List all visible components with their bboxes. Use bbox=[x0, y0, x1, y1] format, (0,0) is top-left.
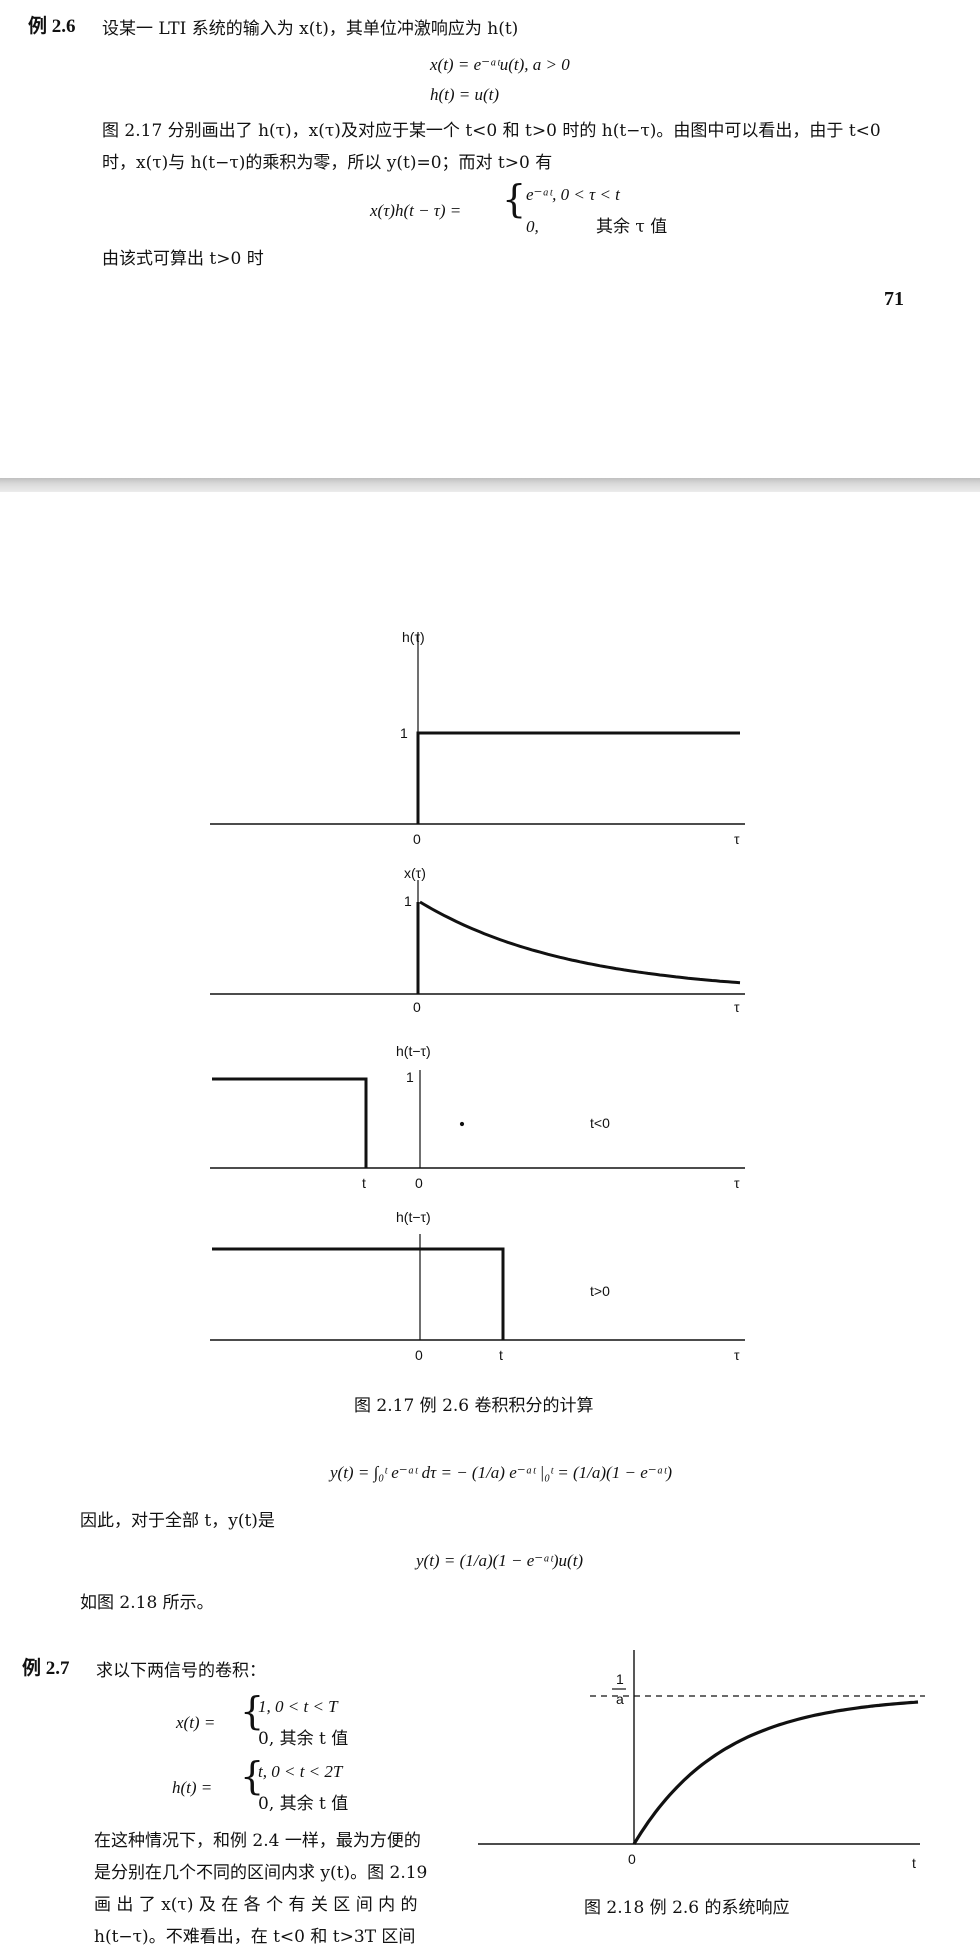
h27-brace: { bbox=[240, 1754, 265, 1798]
panel-3-shift: t bbox=[362, 1175, 366, 1191]
panel-h-t-minus-tau-positive bbox=[210, 1234, 745, 1341]
panel-1-axis: τ bbox=[734, 831, 740, 847]
panel-3-level: 1 bbox=[406, 1069, 414, 1085]
decay-curve bbox=[419, 900, 741, 985]
h27-case-2: 0, 其余 t 值 bbox=[258, 1794, 349, 1814]
panel-h-tau bbox=[210, 632, 745, 825]
panel-x-tau bbox=[210, 880, 745, 995]
product-equation-lhs: x(τ)h(t − τ) = bbox=[370, 201, 462, 220]
x27-case-2: 0, 其余 t 值 bbox=[258, 1729, 349, 1749]
x27-case-1: 1, 0 < t < T bbox=[258, 1697, 338, 1716]
figure-2-18-caption: 图 2.18 例 2.6 的系统响应 bbox=[584, 1898, 790, 1918]
equation-h: h(t) = u(t) bbox=[430, 85, 500, 104]
panel-4-note: t>0 bbox=[590, 1283, 610, 1299]
panel-4-axis: τ bbox=[734, 1347, 740, 1363]
panel-2-axis: τ bbox=[734, 999, 740, 1015]
paragraph-27-line-4: h(t−τ)。不难看出，在 t<0 和 t>3T 区间 bbox=[94, 1927, 416, 1947]
page-top: 例 2.6 设某一 LTI 系统的输入为 x(t)，其单位冲激响应为 h(t) … bbox=[0, 0, 980, 478]
example-2-7-label: 例 2.7 bbox=[22, 1658, 70, 1679]
panel-3-origin: 0 bbox=[415, 1175, 423, 1191]
panel-4-ylabel: h(t−τ) bbox=[396, 1209, 431, 1225]
example-2-6-label: 例 2.6 bbox=[28, 16, 76, 37]
paragraph-2: 由该式可算出 t>0 时 bbox=[102, 249, 264, 269]
figure-2-17: h(τ) 1 0 τ x(τ) 1 0 τ h(t−τ) 1 t 0 τ t<0… bbox=[210, 629, 745, 1363]
x27-lhs: x(t) = bbox=[176, 1713, 216, 1732]
equation-x: x(t) = e⁻ᵃᵗu(t), a > 0 bbox=[430, 55, 570, 74]
figure-2-18: 1 a 0 t bbox=[478, 1650, 925, 1871]
panel-1-level: 1 bbox=[400, 725, 408, 741]
panel-1-origin: 0 bbox=[413, 831, 421, 847]
figure-2-17-caption: 图 2.17 例 2.6 卷积积分的计算 bbox=[354, 1396, 594, 1416]
fig-218-axis: t bbox=[912, 1855, 916, 1871]
paragraph-27-line-1: 在这种情况下，和例 2.4 一样，最为方便的 bbox=[94, 1831, 421, 1851]
product-case-1: e⁻ᵃᵗ, 0 < τ < t bbox=[526, 185, 620, 204]
page-number: 71 bbox=[884, 288, 904, 310]
panel-2-level: 1 bbox=[404, 893, 412, 909]
panel-3-note: t<0 bbox=[590, 1115, 610, 1131]
example-2-7-text: 求以下两信号的卷积： bbox=[96, 1661, 266, 1681]
product-case-2-value: 0, bbox=[526, 217, 539, 236]
equation-y-final: y(t) = (1/a)(1 − e⁻ᵃᵗ)u(t) bbox=[416, 1551, 584, 1570]
text-therefore: 因此，对于全部 t，y(t)是 bbox=[80, 1511, 275, 1531]
response-curve bbox=[632, 1700, 919, 1845]
paragraph-27-line-3: 画 出 了 x(τ) 及 在 各 个 有 关 区 间 内 的 bbox=[94, 1895, 418, 1915]
paragraph-27-line-2: 是分别在几个不同的区间内求 y(t)。图 2.19 bbox=[94, 1863, 428, 1883]
example-2-6-text: 设某一 LTI 系统的输入为 x(t)，其单位冲激响应为 h(t) bbox=[102, 19, 519, 39]
panel-h-t-minus-tau-negative bbox=[210, 1070, 745, 1169]
paragraph-1-line-1: 图 2.17 分别画出了 h(τ)，x(τ)及对应于某一个 t<0 和 t>0 … bbox=[102, 121, 881, 141]
panel-1-ylabel: h(τ) bbox=[402, 629, 425, 645]
panel-4-shift: t bbox=[499, 1347, 503, 1363]
text-as-figure: 如图 2.18 所示。 bbox=[80, 1593, 214, 1613]
equation-y-integral: y(t) = ∫₀ᵗ e⁻ᵃᵗ dτ = − (1/a) e⁻ᵃᵗ |₀ᵗ = … bbox=[330, 1463, 673, 1482]
fig-218-ylabel-denominator: a bbox=[616, 1691, 624, 1707]
page-bottom: h(τ) 1 0 τ x(τ) 1 0 τ h(t−τ) 1 t 0 τ t<0… bbox=[0, 492, 980, 1960]
panel-2-ylabel: x(τ) bbox=[404, 865, 426, 881]
x27-brace: { bbox=[240, 1689, 265, 1733]
fig-218-ylabel-numerator: 1 bbox=[616, 1671, 624, 1687]
page-separator bbox=[0, 478, 980, 492]
panel-3-ylabel: h(t−τ) bbox=[396, 1043, 431, 1059]
product-case-2-condition: 其余 τ 值 bbox=[596, 217, 668, 237]
product-brace: { bbox=[502, 177, 527, 221]
h27-lhs: h(t) = bbox=[172, 1778, 213, 1797]
panel-2-origin: 0 bbox=[413, 999, 421, 1015]
fig-218-origin: 0 bbox=[628, 1851, 636, 1867]
panel-3-axis: τ bbox=[734, 1175, 740, 1191]
panel-4-origin: 0 bbox=[415, 1347, 423, 1363]
h27-case-1: t, 0 < t < 2T bbox=[258, 1762, 343, 1781]
paragraph-1-line-2: 时，x(τ)与 h(t−τ)的乘积为零，所以 y(t)=0；而对 t>0 有 bbox=[102, 153, 553, 173]
